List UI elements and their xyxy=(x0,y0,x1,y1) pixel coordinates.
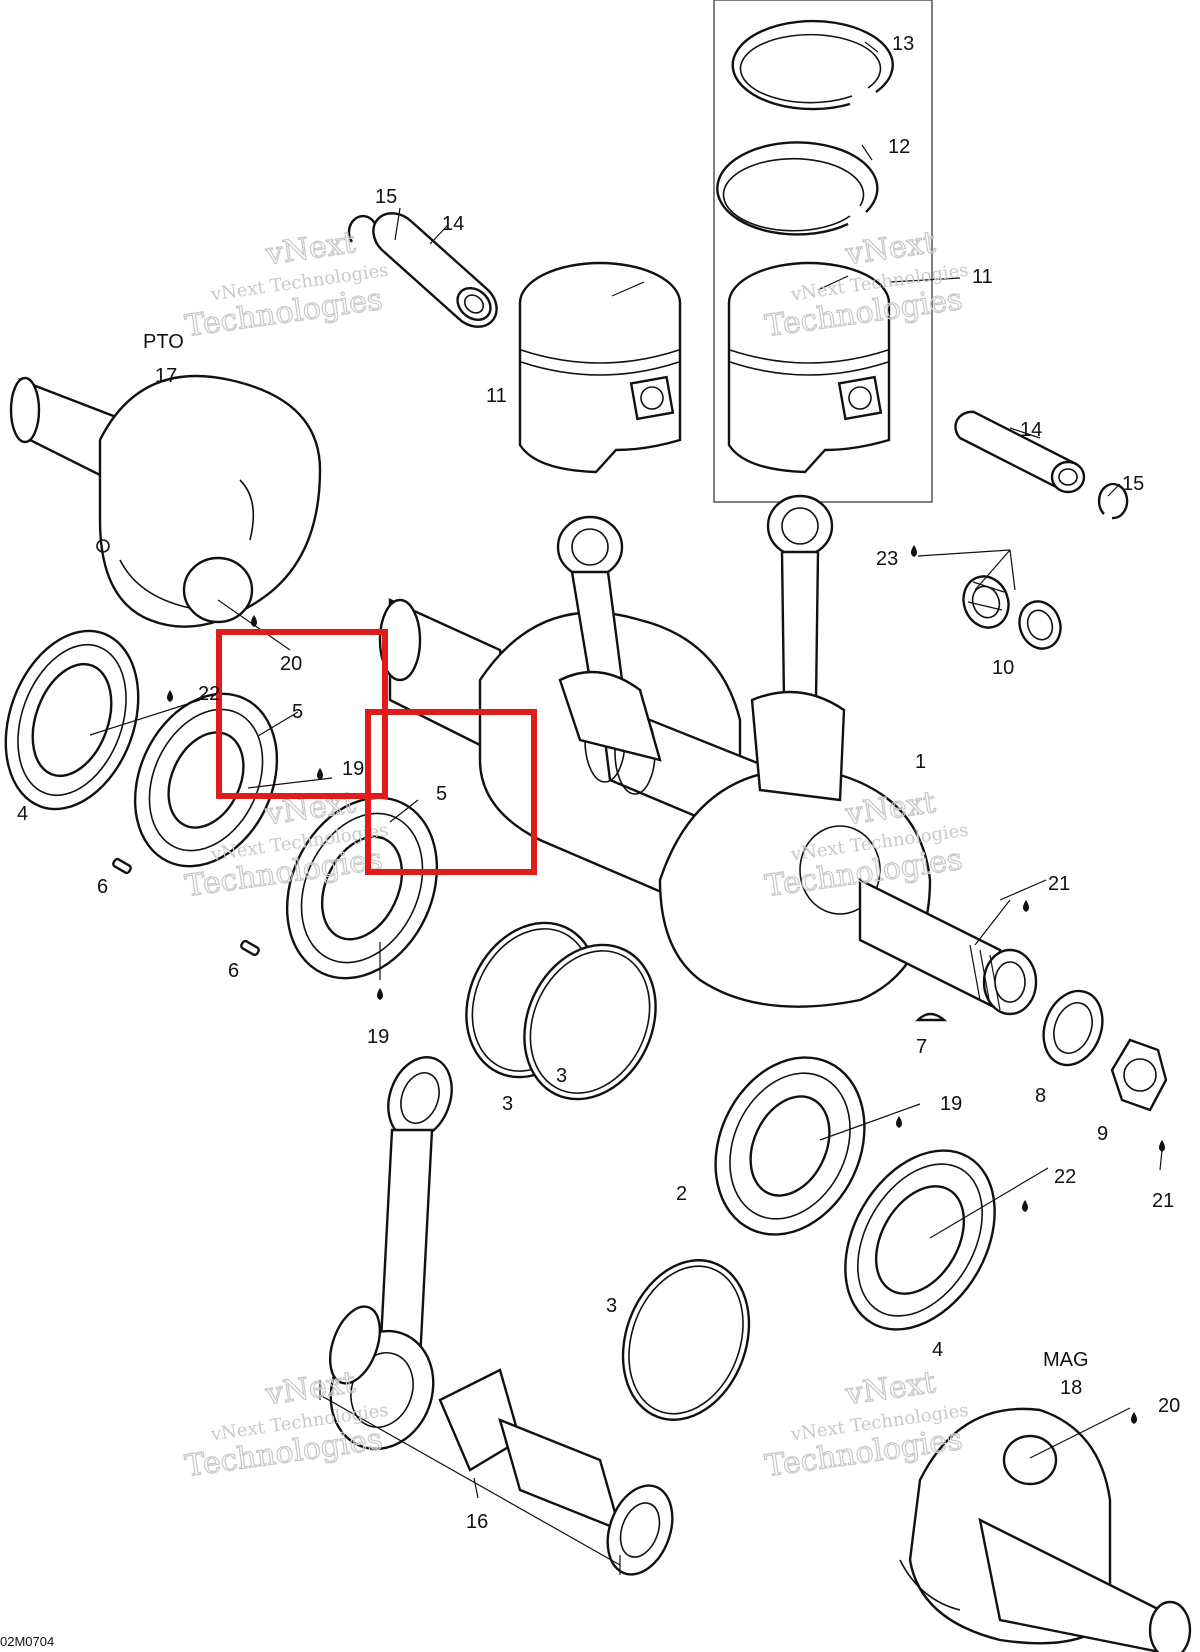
oil-drop-icon xyxy=(377,988,383,1000)
oil-drop-icon xyxy=(317,768,323,780)
drawing-code: 02M0704 xyxy=(0,1634,54,1649)
callout-3-c[interactable]: 3 xyxy=(606,1295,617,1317)
callout-10[interactable]: 10 xyxy=(992,657,1014,679)
pto-label: PTO xyxy=(143,331,184,353)
piston-ring-12[interactable] xyxy=(716,141,879,236)
callout-17[interactable]: 17 xyxy=(155,365,177,387)
connecting-rod-right[interactable] xyxy=(750,494,846,802)
highlight-box-2 xyxy=(365,709,537,875)
callout-20-top[interactable]: 20 xyxy=(280,653,302,675)
callout-18[interactable]: 18 xyxy=(1060,1377,1082,1399)
callout-21-bottom[interactable]: 21 xyxy=(1152,1190,1174,1212)
callout-22-right[interactable]: 22 xyxy=(1054,1166,1076,1188)
oil-drop-icon xyxy=(1159,1140,1165,1152)
connecting-rod-left[interactable] xyxy=(556,515,662,762)
callout-14-right[interactable]: 14 xyxy=(1020,419,1042,441)
highlight-boxes xyxy=(216,629,537,875)
piston-kit-box xyxy=(713,0,933,503)
callout-19-top[interactable]: 19 xyxy=(342,758,364,780)
mag-shaft-end-21[interactable] xyxy=(858,878,1038,1016)
callout-4-left[interactable]: 4 xyxy=(17,803,28,825)
oil-seal-4-right[interactable] xyxy=(815,1124,1025,1356)
o-ring-3-c[interactable] xyxy=(602,1242,771,1437)
callout-9[interactable]: 9 xyxy=(1097,1123,1108,1145)
oil-drop-icon xyxy=(911,545,917,557)
oil-drop-icons xyxy=(167,545,1165,1424)
callout-21-top[interactable]: 21 xyxy=(1048,873,1070,895)
callout-6-b[interactable]: 6 xyxy=(228,960,239,982)
piston-ring-13[interactable] xyxy=(731,19,894,111)
callout-23[interactable]: 23 xyxy=(876,548,898,570)
callout-19-right[interactable]: 19 xyxy=(940,1093,962,1115)
lock-washer-8[interactable] xyxy=(1034,983,1113,1074)
callout-11-right[interactable]: 11 xyxy=(972,266,993,288)
callout-16[interactable]: 16 xyxy=(466,1511,488,1533)
callout-3-a[interactable]: 3 xyxy=(502,1093,513,1115)
oil-drop-icon xyxy=(251,615,257,627)
piston-11-right[interactable] xyxy=(727,261,891,474)
mag-label: MAG xyxy=(1043,1349,1089,1371)
pto-crank-half-17[interactable] xyxy=(9,374,322,628)
callout-8[interactable]: 8 xyxy=(1035,1085,1046,1107)
oil-drop-icon xyxy=(1023,900,1029,912)
ball-bearing-5-left[interactable] xyxy=(108,671,304,890)
callout-2[interactable]: 2 xyxy=(676,1183,687,1205)
oil-drop-icon xyxy=(167,690,173,702)
callout-22-left[interactable]: 22 xyxy=(198,683,220,705)
callout-1[interactable]: 1 xyxy=(915,751,926,773)
ball-bearing-19-middle[interactable] xyxy=(259,773,465,1003)
oil-drop-icon xyxy=(896,1116,902,1128)
callout-11-left[interactable]: 11 xyxy=(486,385,507,407)
mag-crank-half-18[interactable] xyxy=(899,1407,1192,1652)
callout-3-b[interactable]: 3 xyxy=(556,1065,567,1087)
piston-pin-14-right[interactable] xyxy=(954,410,1086,494)
callout-5-middle[interactable]: 5 xyxy=(436,783,447,805)
callout-7[interactable]: 7 xyxy=(916,1036,927,1058)
needle-bearing-23[interactable] xyxy=(956,570,1015,634)
callout-4-right[interactable]: 4 xyxy=(932,1339,943,1361)
callouts: 13 12 15 14 11 11 17 14 15 23 10 20 22 5… xyxy=(17,33,1180,1533)
connecting-rod-kit-16[interactable] xyxy=(314,1048,683,1583)
oil-drop-icon xyxy=(1131,1412,1137,1424)
callout-20-bottom[interactable]: 20 xyxy=(1158,1395,1180,1417)
hex-nut-9[interactable] xyxy=(1110,1038,1168,1112)
piston-pin-14-top[interactable] xyxy=(372,212,498,328)
callout-13[interactable]: 13 xyxy=(892,33,914,55)
callout-6-a[interactable]: 6 xyxy=(97,876,108,898)
callout-15-top[interactable]: 15 xyxy=(375,186,397,208)
oil-seal-4-left[interactable] xyxy=(0,612,162,827)
thrust-washer-10[interactable] xyxy=(1013,596,1067,655)
woodruff-key-7[interactable] xyxy=(915,1012,948,1022)
oil-drop-icon xyxy=(1022,1200,1028,1212)
callout-19-middle[interactable]: 19 xyxy=(367,1026,389,1048)
callout-12[interactable]: 12 xyxy=(888,136,910,158)
ball-bearing-2[interactable] xyxy=(688,1033,893,1259)
dowel-pin-6-b[interactable] xyxy=(240,939,260,957)
o-ring-3-b[interactable] xyxy=(500,923,680,1120)
dowel-pin-6-a[interactable] xyxy=(112,857,132,875)
piston-11-left[interactable] xyxy=(518,261,682,474)
leader-lines xyxy=(89,41,1163,1459)
callout-5-left[interactable]: 5 xyxy=(292,701,303,723)
callout-14-top[interactable]: 14 xyxy=(442,213,464,235)
callout-15-right[interactable]: 15 xyxy=(1122,473,1144,495)
